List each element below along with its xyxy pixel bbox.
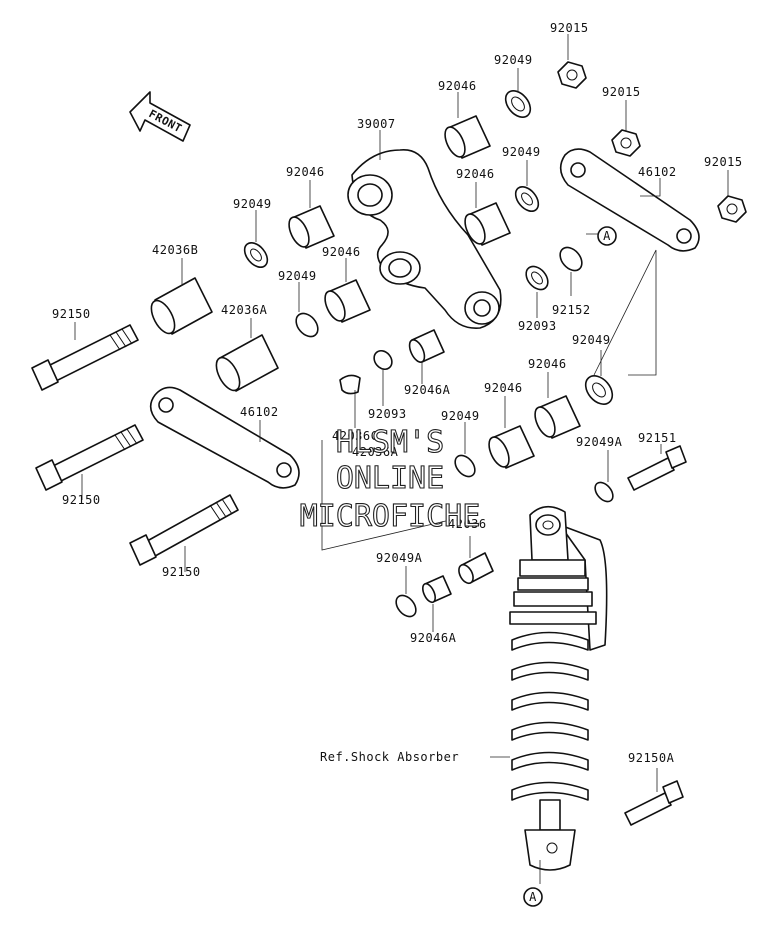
label-92150: 92150 (62, 493, 101, 507)
callout-a-bottom-label: A (529, 890, 537, 904)
label-92015: 92015 (602, 85, 641, 99)
bearing-92046-2 (288, 205, 335, 249)
seal-92049-6 (454, 454, 476, 478)
nut-92015-2 (611, 129, 641, 157)
bearing-92046-4 (324, 279, 371, 323)
shock-absorber (509, 505, 608, 871)
bearing-92046-6 (488, 425, 535, 469)
nut-92015-1 (557, 61, 587, 89)
seal-92049-2 (243, 242, 269, 268)
seal-92049a-2 (395, 594, 417, 618)
bolt-92150a (624, 780, 684, 826)
tie-rod-lower (149, 386, 300, 489)
label-42036c: 42036C (332, 429, 378, 443)
bearing-92046a-1 (408, 329, 445, 363)
seal-92049-1 (504, 90, 532, 118)
label-92150: 92150 (162, 565, 201, 579)
label-92046a: 92046A (404, 383, 451, 397)
callout-a-top-label: A (603, 229, 611, 243)
label-92049: 92049 (278, 269, 317, 283)
bearing-92046-1 (444, 115, 491, 159)
label-92049: 92049 (441, 409, 480, 423)
label-92049: 92049 (233, 197, 272, 211)
bearing-92046a-2 (422, 575, 452, 604)
tie-rod-upper (559, 148, 700, 252)
label-92046: 92046 (484, 381, 523, 395)
seal-92049a-1 (594, 481, 614, 503)
label-92046: 92046 (286, 165, 325, 179)
label-92015: 92015 (704, 155, 743, 169)
seal-92049-4 (295, 312, 319, 338)
label-39007: 39007 (357, 117, 396, 131)
leader-lines (74, 34, 729, 884)
label-92046: 92046 (528, 357, 567, 371)
cap-42036c (339, 374, 361, 395)
callout-a-top: A (597, 226, 617, 246)
label-92015: 92015 (550, 21, 589, 35)
label-92152: 92152 (552, 303, 591, 317)
label-92046: 92046 (438, 79, 477, 93)
watermark-line-1: HLSM'S (336, 425, 444, 460)
callout-a-bottom: A (523, 887, 543, 907)
rocker-arm (347, 149, 502, 329)
watermark-line-2: ONLINE (336, 461, 444, 496)
bolt-92151 (627, 445, 687, 491)
label-92049: 92049 (494, 53, 533, 67)
watermark: HLSM'S ONLINE MICROFICHE (299, 424, 481, 534)
label-92093: 92093 (368, 407, 407, 421)
label-ref-shock-absorber: Ref.Shock Absorber (320, 750, 459, 764)
seal-92049-3 (514, 186, 540, 212)
label-92151: 92151 (638, 431, 677, 445)
label-92150a: 92150A (628, 751, 675, 765)
part-labels: 92015 92049 92046 92015 39007 92049 9204… (52, 21, 743, 765)
label-92046: 92046 (456, 167, 495, 181)
label-92049: 92049 (502, 145, 541, 159)
collar-42036a (215, 334, 279, 392)
label-92150: 92150 (52, 307, 91, 321)
collar-42036 (458, 552, 494, 585)
seal-92093-2 (373, 349, 393, 371)
label-42036b: 42036B (152, 243, 198, 257)
label-92046a: 92046A (410, 631, 457, 645)
bolt-92150-mid (35, 424, 144, 491)
watermark-line-3: MICROFICHE (300, 499, 481, 534)
collar-92152 (559, 246, 583, 272)
label-46102: 46102 (240, 405, 279, 419)
bearing-92046-5 (534, 395, 581, 439)
bearing-92046-3 (464, 202, 511, 246)
collar-42036b (150, 277, 213, 335)
label-92049: 92049 (572, 333, 611, 347)
front-arrow: FRONT (129, 91, 191, 142)
label-92049a: 92049A (576, 435, 623, 449)
bolt-92150-top (31, 324, 139, 391)
nut-92015-3 (717, 195, 747, 223)
seal-92093-1 (525, 265, 549, 291)
label-92049a: 92049A (376, 551, 423, 565)
label-46102: 46102 (638, 165, 677, 179)
label-42036a: 42036A (352, 445, 399, 459)
seal-92049-5 (584, 375, 614, 405)
label-92046: 92046 (322, 245, 361, 259)
label-92093: 92093 (518, 319, 557, 333)
bolt-92150-bottom (129, 494, 239, 566)
label-42036: 42036 (448, 517, 487, 531)
label-42036a: 42036A (221, 303, 268, 317)
